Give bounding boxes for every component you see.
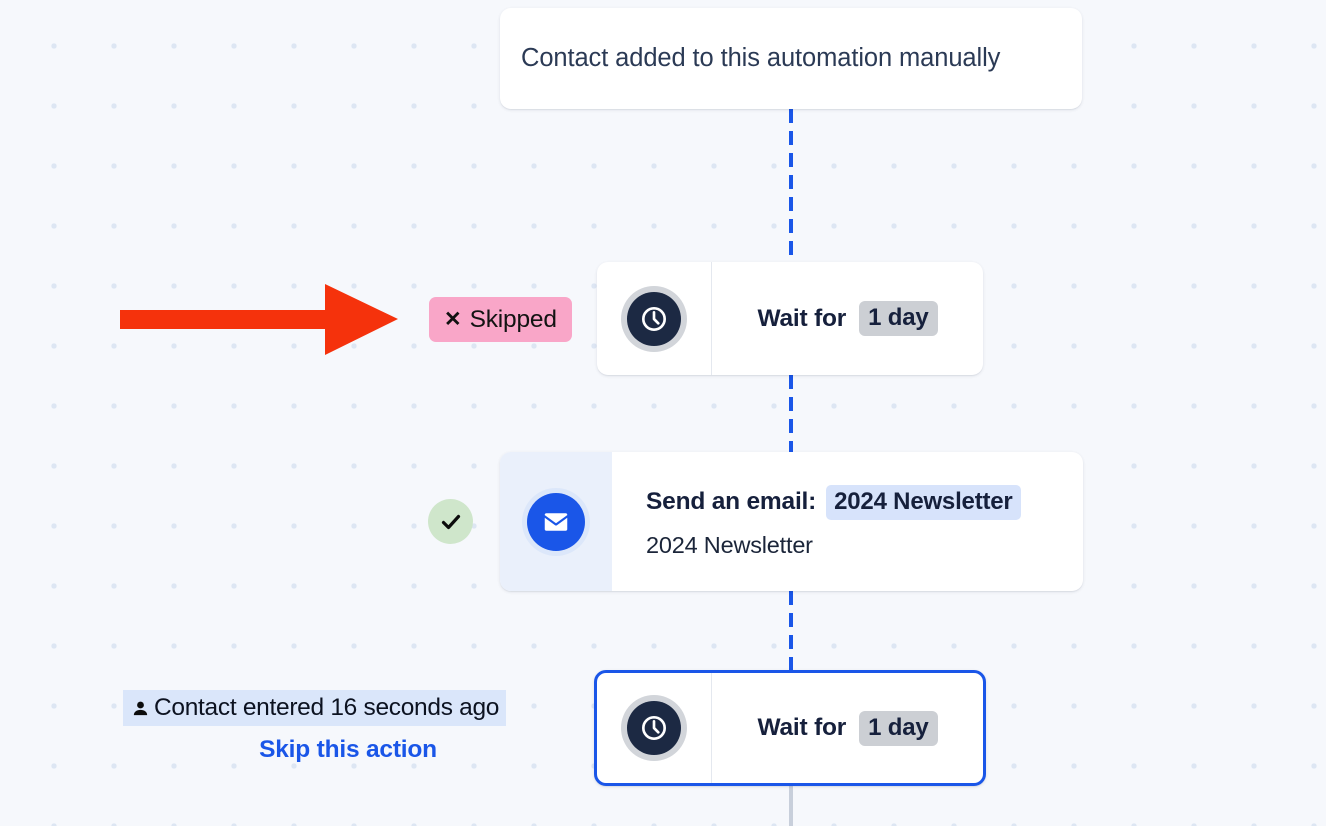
- send-email-title-row: Send an email: 2024 Newsletter: [646, 484, 1083, 520]
- trigger-label: Contact added to this automation manuall…: [521, 44, 1001, 72]
- skip-this-action-link[interactable]: Skip this action: [259, 736, 437, 763]
- connector-wait1-to-email: [789, 375, 793, 453]
- red-arrow-annotation: [120, 284, 398, 355]
- wait-node-1-duration[interactable]: 1 day: [859, 301, 938, 336]
- wait-node-2[interactable]: Wait for 1 day: [594, 670, 986, 786]
- connector-wait2-to-next: [789, 786, 793, 826]
- send-email-name-chip[interactable]: 2024 Newsletter: [826, 484, 1021, 520]
- person-icon: [131, 699, 150, 718]
- connector-email-to-wait2: [789, 591, 793, 671]
- clock-icon: [621, 285, 687, 352]
- clock-icon: [621, 695, 687, 761]
- wait-node-2-label: Wait for: [757, 714, 847, 741]
- x-icon: ✕: [444, 308, 462, 331]
- send-email-node[interactable]: Send an email: 2024 Newsletter 2024 News…: [500, 452, 1083, 591]
- contact-entered-marker: Contact entered 16 seconds ago: [123, 690, 507, 726]
- status-badge-completed: [428, 499, 473, 544]
- check-icon: [441, 514, 460, 529]
- wait-node-1[interactable]: Wait for 1 day: [597, 262, 983, 375]
- wait-node-2-body: Wait for 1 day: [712, 673, 983, 783]
- trigger-node[interactable]: Contact added to this automation manuall…: [500, 8, 1082, 109]
- wait-node-2-icon-cell: [597, 673, 712, 783]
- connector-trigger-to-wait1: [789, 109, 793, 263]
- send-email-subtitle: 2024 Newsletter: [646, 531, 813, 558]
- wait-node-2-duration[interactable]: 1 day: [859, 710, 938, 746]
- wait-node-1-icon-cell: [597, 262, 712, 375]
- send-email-title: Send an email:: [646, 488, 817, 515]
- wait-node-1-body: Wait for 1 day: [712, 262, 983, 375]
- envelope-icon: [522, 487, 590, 556]
- send-email-icon-cell: [500, 452, 612, 591]
- wait-node-1-label: Wait for: [757, 304, 847, 332]
- status-badge-label: Skipped: [469, 305, 557, 333]
- status-badge-skipped: ✕ Skipped: [429, 297, 572, 342]
- send-email-body: Send an email: 2024 Newsletter 2024 News…: [612, 452, 1083, 591]
- contact-entered-label: Contact entered 16 seconds ago: [154, 694, 500, 721]
